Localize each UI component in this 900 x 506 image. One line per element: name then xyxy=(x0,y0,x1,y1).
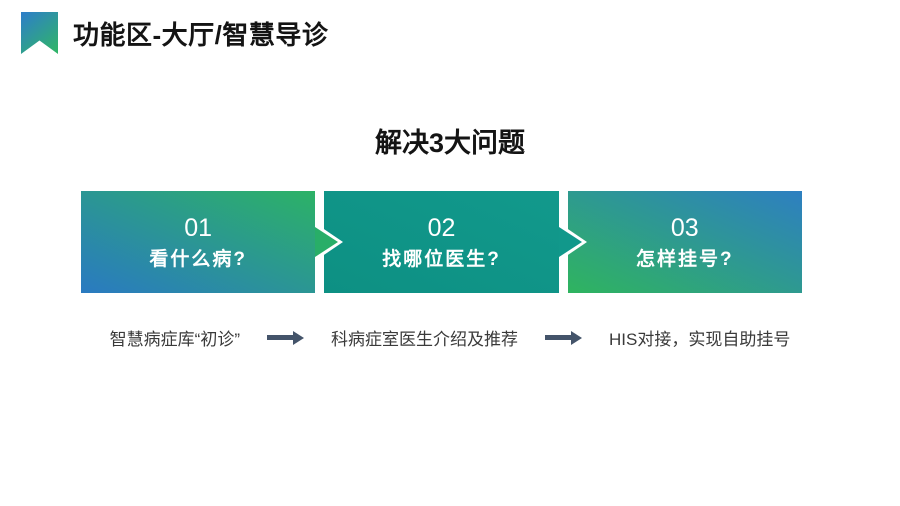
step-card-3: 03 怎样挂号? xyxy=(567,191,802,293)
step-number: 02 xyxy=(427,213,456,242)
step-question: 看什么病? xyxy=(149,248,247,270)
section-heading: 解决3大问题 xyxy=(374,128,526,158)
step-card-1: 01 看什么病? xyxy=(81,191,316,293)
step-number: 01 xyxy=(184,213,213,242)
flow-item-1: 智慧病症库“初诊” xyxy=(109,330,240,349)
slide-header: 功能区-大厅/智慧导诊 xyxy=(21,12,328,54)
step-question: 怎样挂号? xyxy=(636,248,734,270)
right-arrow-icon xyxy=(544,335,571,340)
flow-item-2: 科病症室医生介绍及推荐 xyxy=(330,330,518,349)
step-card-2: 02 找哪位医生? xyxy=(324,191,559,293)
bookmark-icon xyxy=(21,12,58,54)
step-number: 03 xyxy=(670,213,699,242)
steps-row: 01 看什么病? 02 找哪位医生? 03 怎样挂号? xyxy=(81,191,802,293)
flow-item-3: HIS对接，实现自助挂号 xyxy=(608,330,791,349)
slide-title: 功能区-大厅/智慧导诊 xyxy=(73,19,329,50)
flow-row: 智慧病症库“初诊” 科病症室医生介绍及推荐 HIS对接，实现自助挂号 xyxy=(0,325,900,350)
step-question: 找哪位医生? xyxy=(382,248,501,270)
right-arrow-icon xyxy=(266,335,293,340)
